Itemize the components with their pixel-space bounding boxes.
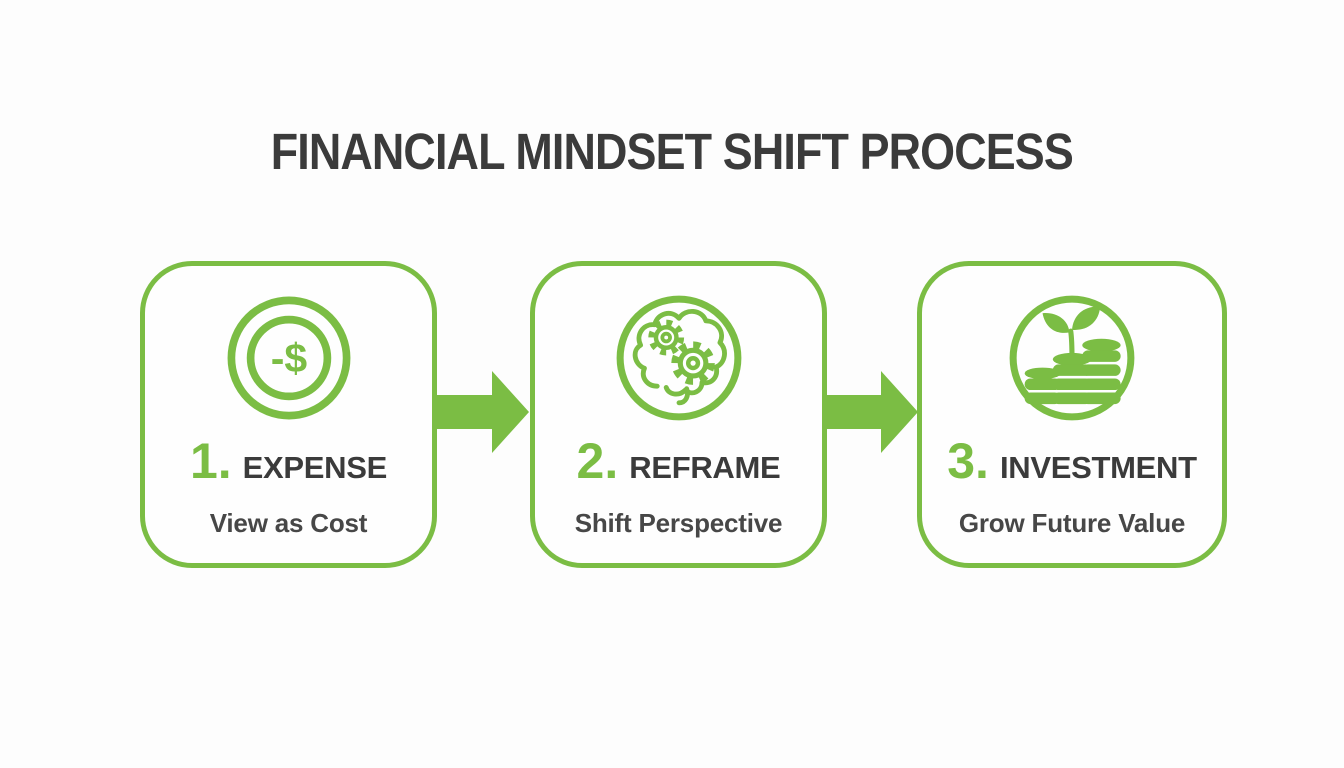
step-heading: 1. EXPENSE: [190, 436, 387, 486]
minus-dollar-coin-icon: -$: [227, 296, 350, 420]
step-label: INVESTMENT: [999, 450, 1197, 485]
step-number: 3.: [947, 433, 989, 489]
gear-small: [647, 319, 684, 356]
gear-large: [670, 341, 715, 385]
arrow-right-icon: [825, 370, 919, 454]
step-heading: 2. REFRAME: [577, 436, 781, 486]
step-subtitle: View as Cost: [209, 508, 368, 538]
arrow-right-icon: [436, 370, 530, 454]
step-label: REFRAME: [629, 450, 781, 485]
brain-gears-icon: [616, 295, 741, 421]
coins-sprout-icon: [1009, 295, 1135, 421]
step-subtitle: Grow Future Value: [958, 508, 1186, 538]
step-label: EXPENSE: [242, 450, 388, 485]
page-title-text: FINANCIAL MINDSET SHIFT PROCESS: [270, 123, 1074, 180]
minus-dollar-glyph: -$: [270, 335, 307, 381]
step-card-reframe: 2. REFRAME Shift Perspective: [530, 261, 827, 568]
page-title: FINANCIAL MINDSET SHIFT PROCESS: [0, 122, 1344, 181]
step-number: 2.: [576, 433, 619, 489]
step-card-investment: 3. INVESTMENT Grow Future Value: [917, 261, 1227, 568]
coin-stacks: [1024, 338, 1121, 405]
step-number: 1.: [189, 433, 232, 489]
step-subtitle: Shift Perspective: [574, 508, 783, 538]
sprout: [1042, 306, 1101, 362]
step-card-expense: -$ 1. EXPENSE View as Cost: [140, 261, 437, 568]
step-heading: 3. INVESTMENT: [947, 436, 1197, 486]
